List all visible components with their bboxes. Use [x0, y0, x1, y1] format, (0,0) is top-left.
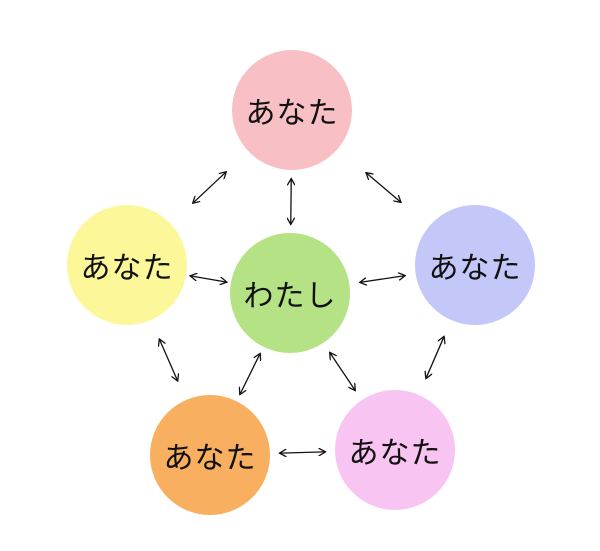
node-label: あなた [348, 436, 442, 471]
node-bottom-right: あなた [335, 390, 455, 510]
double-arrow-center-bottom-right [330, 353, 354, 390]
node-label: わたし [243, 279, 337, 314]
double-arrow-left-top [193, 172, 225, 202]
double-arrow-left-center [191, 276, 226, 282]
node-label: あなた [80, 251, 174, 286]
double-arrow-center-right [361, 276, 405, 283]
node-left: あなた [67, 205, 187, 325]
double-arrow-top-right [367, 173, 401, 201]
node-bottom-left: あなた [150, 395, 270, 515]
node-label: あなた [163, 441, 257, 476]
node-right: あなた [415, 205, 535, 325]
node-top: あなた [232, 50, 352, 170]
node-label: あなた [245, 96, 339, 131]
double-arrow-bottom-left-bottom-right [281, 452, 325, 453]
node-label: あなた [428, 251, 522, 286]
double-arrow-left-bottom-left [160, 340, 178, 380]
node-center-self: わたし [230, 233, 350, 353]
double-arrow-right-bottom-right [426, 337, 443, 377]
double-arrow-center-bottom-left [240, 354, 259, 393]
